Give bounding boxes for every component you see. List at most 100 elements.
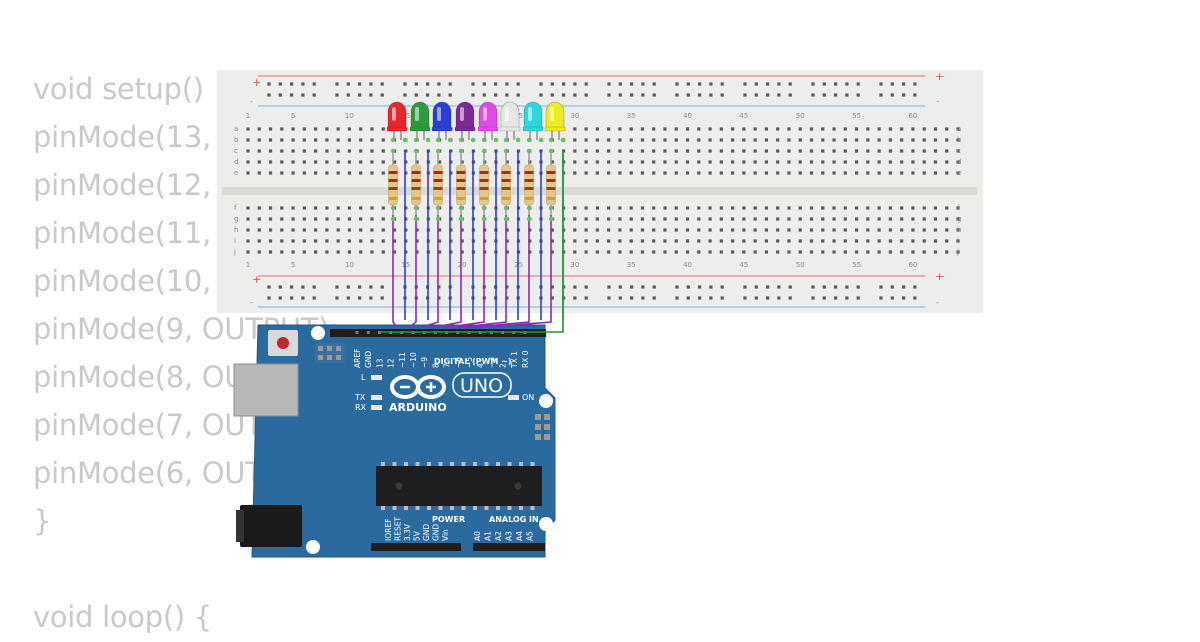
rail-hole [641, 93, 645, 97]
breadboard-hole [607, 228, 611, 232]
rail-hole [698, 285, 702, 289]
resistor[interactable] [411, 164, 421, 206]
led-green[interactable] [410, 101, 430, 131]
breadboard-hole [280, 171, 284, 175]
breadboard-hole [584, 127, 588, 131]
reset-button[interactable] [277, 337, 289, 349]
resistor-band [456, 179, 466, 182]
breadboard-hole [359, 206, 363, 210]
logo-text: ARDUINO [389, 401, 447, 414]
breadboard-hole [922, 160, 926, 164]
digital-pin-label: 7 [443, 363, 452, 368]
ground-bus-wire[interactable] [380, 150, 564, 333]
signal-wire[interactable] [452, 215, 507, 329]
rail-hole [856, 285, 860, 289]
resistor-band [411, 171, 421, 174]
digital-pin[interactable] [366, 331, 370, 334]
led-pink[interactable] [478, 101, 498, 131]
breadboard-hole [325, 149, 329, 153]
row-label: h [234, 226, 238, 234]
signal-wire[interactable] [441, 215, 485, 329]
rail-hole [550, 93, 554, 97]
breadboard-hole [629, 206, 633, 210]
breadboard-hole [325, 217, 329, 221]
resistor[interactable] [501, 164, 511, 206]
analog-pin-label: A5 [526, 531, 535, 541]
breadboard-hole [291, 160, 295, 164]
breadboard-hole [550, 250, 554, 254]
breadboard-hole [854, 217, 859, 221]
resistor[interactable] [479, 164, 489, 206]
digital-pin[interactable] [355, 331, 359, 334]
breadboard-hole [268, 149, 273, 153]
signal-wire[interactable] [419, 215, 439, 329]
breadboard-hole [280, 239, 284, 243]
digital-pin[interactable] [377, 331, 381, 334]
mount-hole-3 [539, 517, 553, 531]
breadboard-hole [663, 127, 667, 131]
breadboard-hole [854, 138, 859, 142]
breadboard-hole [359, 217, 363, 221]
rail-hole [788, 296, 792, 300]
resistors[interactable] [388, 151, 556, 215]
led-blue[interactable] [432, 101, 452, 131]
chip-leg [427, 462, 431, 466]
rail-minus-marker: - [936, 298, 939, 308]
code-line: pinMode(12, [33, 168, 211, 202]
breadboard-hole [933, 149, 938, 153]
row-label: a [957, 125, 961, 133]
breadboard-hole [854, 160, 859, 164]
breadboard-hole [776, 250, 780, 254]
leds[interactable] [386, 101, 566, 140]
breadboard-hole [787, 228, 791, 232]
rail-hole [777, 93, 781, 97]
chip-leg [530, 506, 535, 510]
led-purple[interactable] [455, 101, 475, 131]
rail-hole [675, 285, 679, 289]
resistor[interactable] [456, 164, 466, 206]
breadboard-hole [787, 206, 791, 210]
rail-hole [290, 93, 294, 97]
rail-hole [766, 296, 770, 300]
breadboard[interactable]: 1155101015152020252530303535404045455050… [217, 70, 983, 313]
rail-hole [573, 296, 577, 300]
rail-hole [301, 296, 305, 300]
signal-wire[interactable] [392, 215, 398, 329]
column-label: 45 [739, 261, 748, 269]
resistor[interactable] [546, 164, 556, 206]
resistor[interactable] [433, 164, 443, 206]
rail-hole [777, 285, 781, 289]
breadboard-hole [584, 228, 588, 232]
resistor-band [501, 197, 511, 200]
signal-wire[interactable] [407, 215, 417, 329]
rail-hole [856, 82, 860, 86]
resistor[interactable] [524, 164, 534, 206]
breadboard-hole [595, 217, 599, 221]
rail-hole [913, 296, 917, 300]
led-white[interactable] [500, 101, 520, 131]
led-cyan[interactable] [523, 101, 543, 131]
breadboard-hole [663, 171, 667, 175]
breadboard-hole [888, 217, 892, 221]
breadboard-hole [809, 250, 814, 254]
led-yellow[interactable] [545, 101, 565, 131]
rail-hole [358, 296, 362, 300]
signal-wire[interactable] [430, 215, 462, 329]
breadboard-hole [618, 217, 622, 221]
led-red[interactable] [387, 101, 407, 131]
signal-wire[interactable] [464, 215, 530, 329]
breadboard-hole [302, 127, 306, 131]
breadboard-hole [956, 206, 960, 210]
breadboard-hole [268, 127, 273, 131]
rail-plus-top-left: + [252, 76, 261, 89]
rail-hole [426, 82, 430, 86]
breadboard-hole [291, 138, 295, 142]
breadboard-hole [314, 171, 318, 175]
resistor[interactable] [388, 164, 398, 206]
breadboard-hole [787, 127, 791, 131]
signal-wire[interactable] [475, 215, 552, 329]
rail-hole [902, 285, 906, 289]
breadboard-hole [663, 217, 667, 221]
